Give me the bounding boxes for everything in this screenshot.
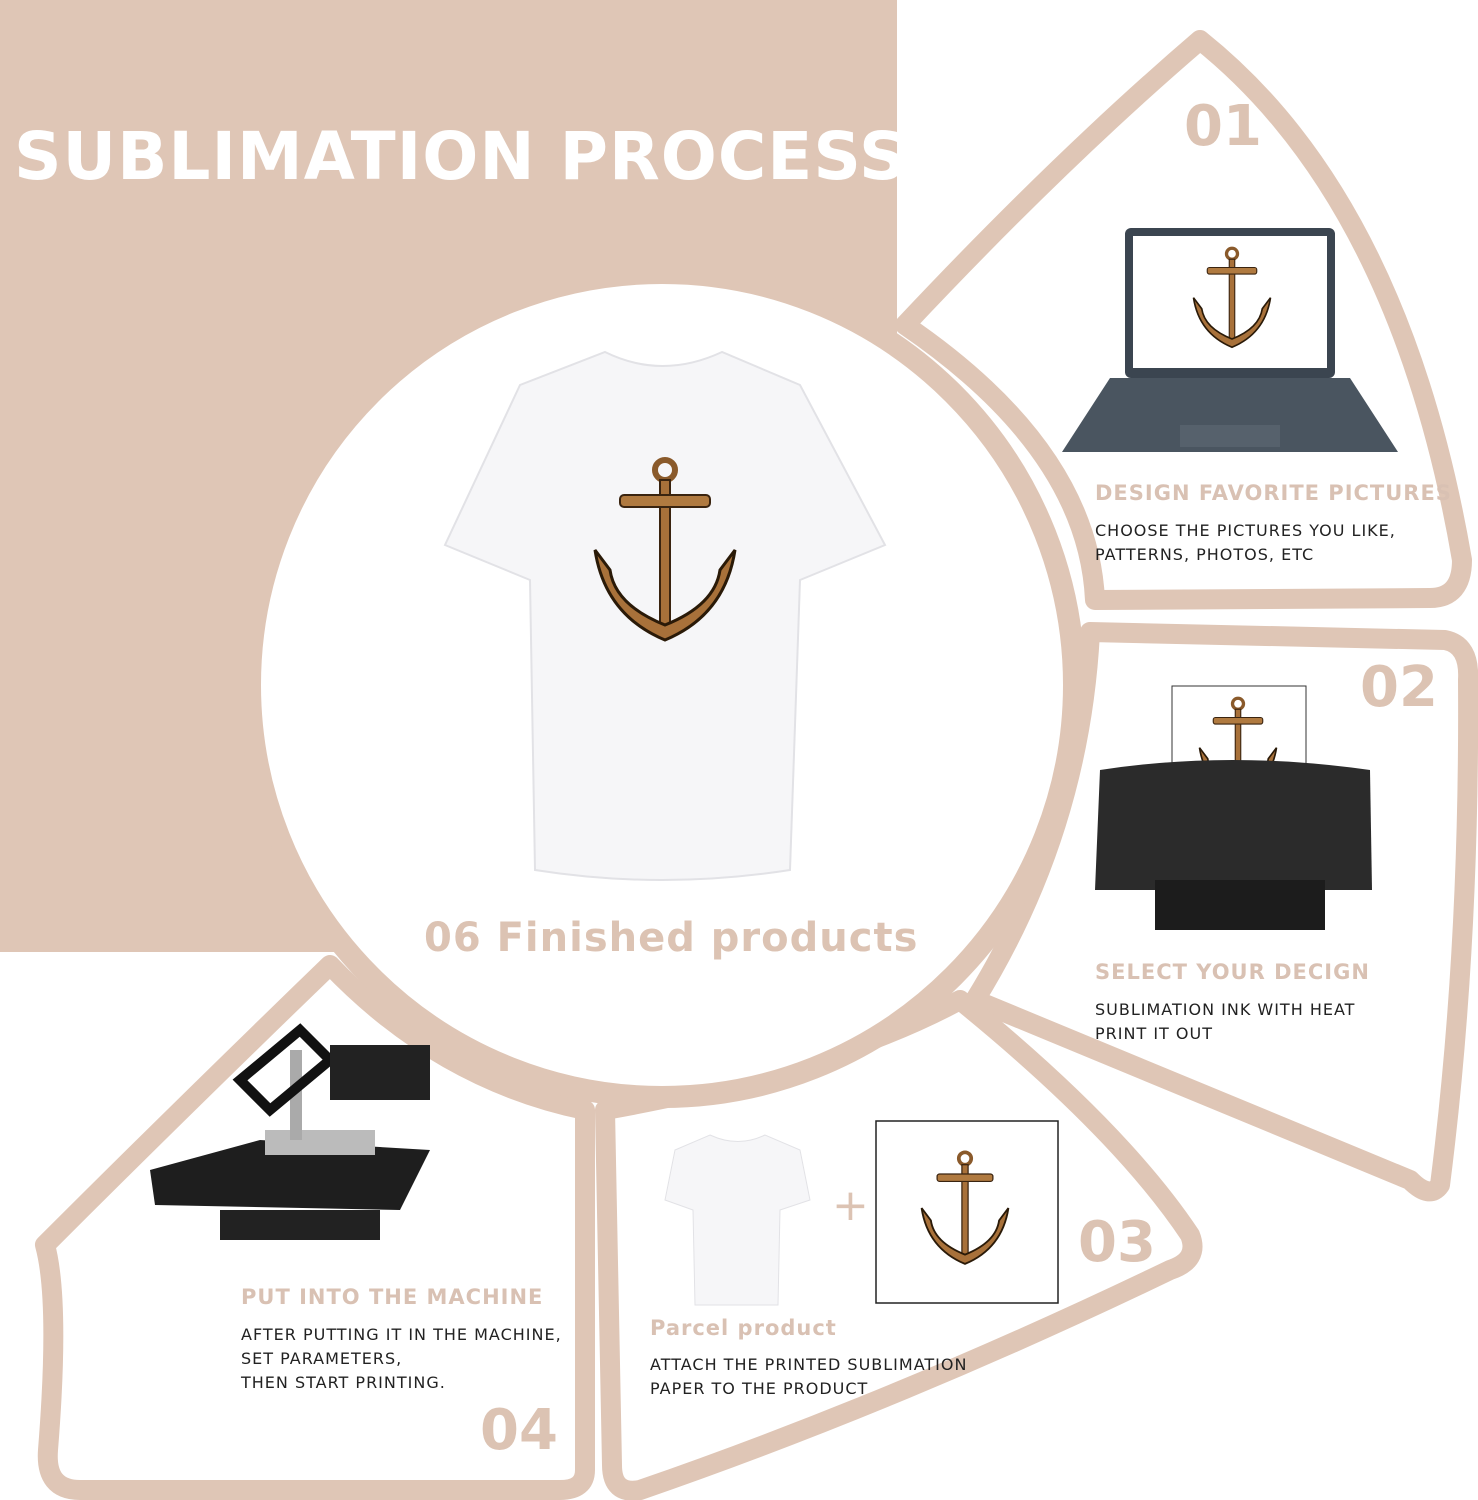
step-01-description: CHOOSE THE PICTURES YOU LIKE, PATTERNS, … xyxy=(1095,521,1396,564)
plus-sign: + xyxy=(832,1180,869,1231)
tshirt-image xyxy=(443,350,887,881)
step-04-heading: PUT INTO THE MACHINE xyxy=(241,1285,544,1309)
step-03-description: ATTACH THE PRINTED SUBLIMATION PAPER TO … xyxy=(650,1355,968,1398)
page-title: SUBLIMATION PROCESS xyxy=(14,118,908,195)
step-01-number: 01 xyxy=(1184,94,1262,159)
laptop-image xyxy=(1062,228,1398,452)
step-04-number: 04 xyxy=(480,1398,558,1463)
step-03-number: 03 xyxy=(1078,1210,1156,1275)
printer-image xyxy=(1095,685,1372,930)
heat-press-image xyxy=(150,1023,430,1240)
step-03-heading: Parcel product xyxy=(650,1316,837,1340)
step-02-description: SUBLIMATION INK WITH HEAT PRINT IT OUT xyxy=(1095,1000,1356,1043)
step-02-number: 02 xyxy=(1360,655,1438,720)
parcel-images xyxy=(664,1120,1059,1306)
step-04-description: AFTER PUTTING IT IN THE MACHINE, SET PAR… xyxy=(241,1325,562,1392)
finished-products-label: 06 Finished products xyxy=(424,915,919,961)
step-02-heading: SELECT YOUR DECIGN xyxy=(1095,960,1370,984)
step-01-heading: DESIGN FAVORITE PICTURES xyxy=(1095,481,1452,505)
